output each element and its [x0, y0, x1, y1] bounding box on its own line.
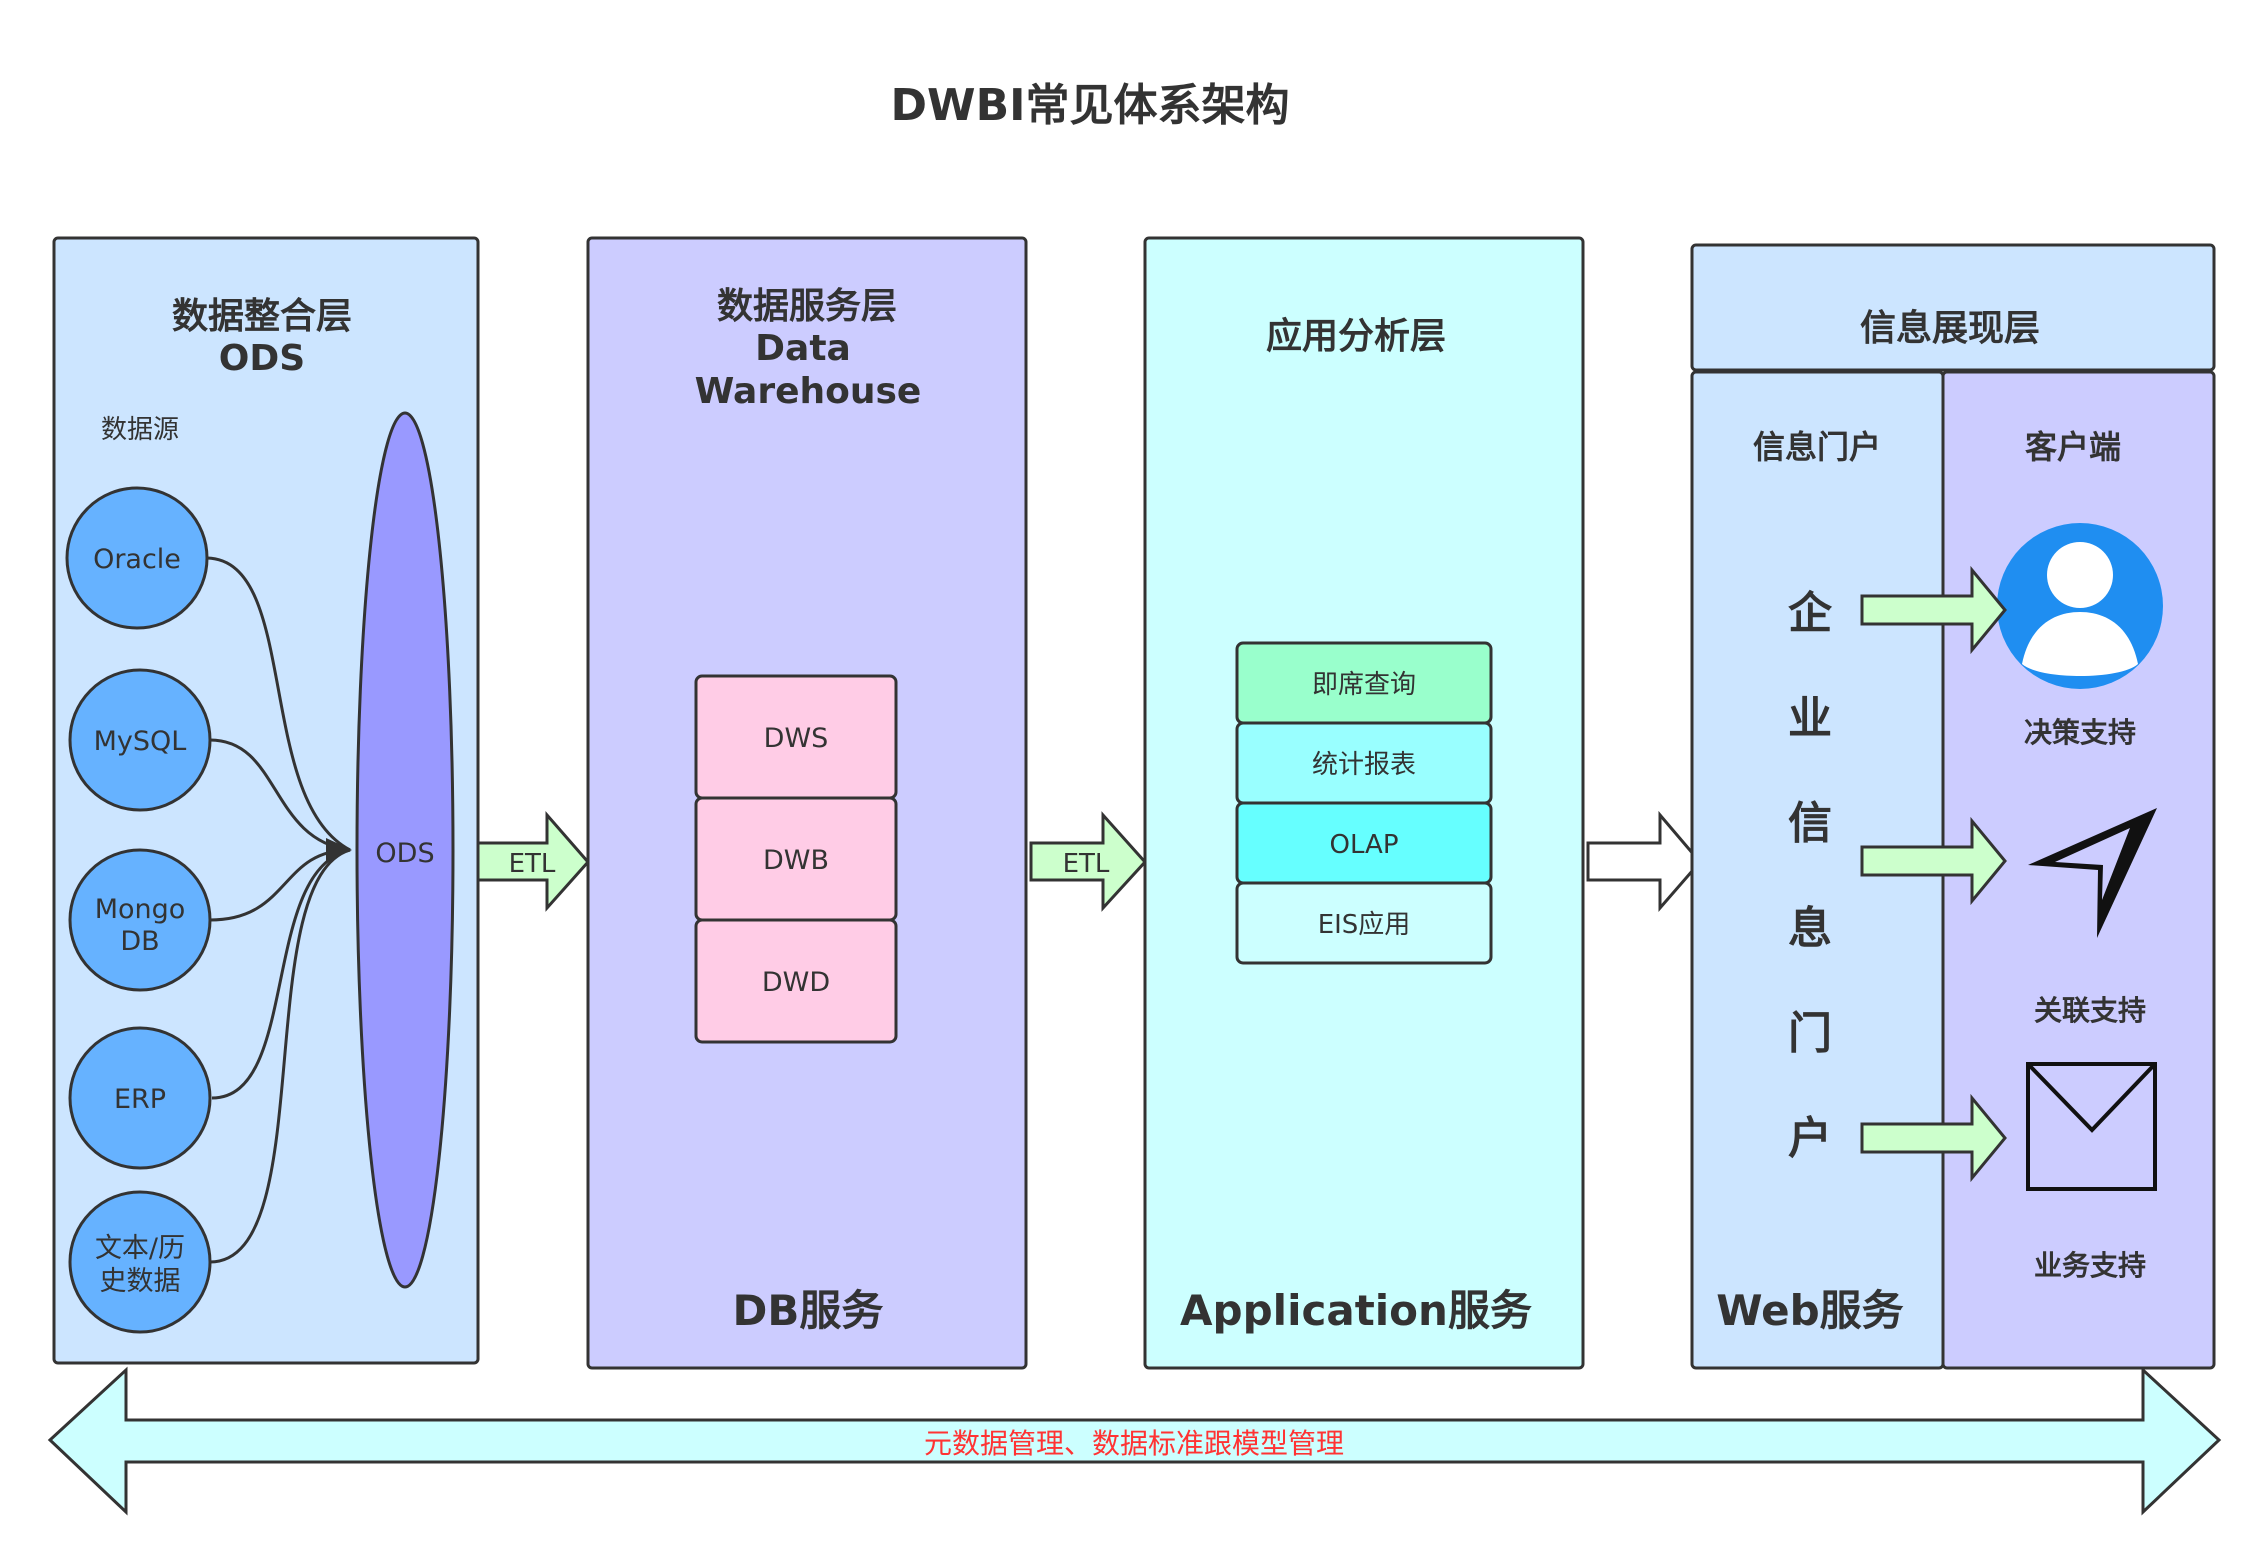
- metadata-management-arrow: 元数据管理、数据标准跟模型管理: [47, 1366, 2222, 1516]
- app-item-eis: EIS应用: [1235, 881, 1493, 965]
- source-label: DB: [120, 926, 159, 957]
- app-item-label: OLAP: [1329, 830, 1398, 860]
- connector-arrowhead: [326, 838, 352, 862]
- portal-arrow: [1860, 565, 2007, 655]
- portal-title: 信息门户: [1753, 428, 1881, 466]
- client-item-label: 业务支持: [2034, 1249, 2146, 1282]
- dw-layer-title: 数据服务层: [717, 286, 897, 327]
- client-title: 客户端: [2025, 428, 2121, 466]
- dw-item-dwd: DWD: [694, 918, 898, 1044]
- app-item-label: 即席查询: [1312, 670, 1416, 700]
- dw-item-label: DWS: [764, 723, 829, 754]
- ods-layer-subtitle: ODS: [219, 338, 305, 379]
- portal-arrow: [1860, 1093, 2007, 1183]
- source-label: 文本/历: [95, 1233, 185, 1264]
- etl-arrow-1: ETL: [476, 810, 590, 912]
- info-layer-panel: 信息展现层 信息门户 企 业 信 息 门 户 Web服务 客户端 决策支持 关联…: [1690, 243, 2216, 1370]
- source-mongodb: Mongo DB: [68, 848, 212, 992]
- dw-layer-footer: DB服务: [733, 1286, 884, 1335]
- etl-label: ETL: [509, 849, 556, 879]
- source-label: ERP: [114, 1084, 166, 1115]
- user-avatar-icon: [1997, 523, 2163, 689]
- app-layer-panel: 应用分析层 即席查询 统计报表 OLAP EIS应用 Application服务: [1143, 236, 1585, 1370]
- app-layer-title: 应用分析层: [1266, 316, 1446, 357]
- client-item-label: 决策支持: [2024, 716, 2136, 749]
- app-item-report: 统计报表: [1235, 721, 1493, 805]
- app-layer-footer: Application服务: [1180, 1286, 1532, 1335]
- source-mysql: MySQL: [68, 668, 212, 812]
- ods-layer-panel: 数据整合层 ODS 数据源 Oracle MySQL Mongo DB E: [52, 236, 480, 1365]
- dw-item-dws: DWS: [694, 674, 898, 800]
- portal-char: 门: [1788, 1008, 1832, 1059]
- metadata-management-label: 元数据管理、数据标准跟模型管理: [924, 1427, 1344, 1460]
- info-layer-footer: Web服务: [1716, 1286, 1903, 1335]
- app-item-label: 统计报表: [1312, 750, 1416, 780]
- ods-node: ODS: [355, 411, 455, 1289]
- portal-char: 企: [1788, 588, 1833, 639]
- source-label: MySQL: [94, 726, 187, 757]
- dw-item-label: DWB: [763, 845, 829, 876]
- app-item-adhoc-query: 即席查询: [1235, 641, 1493, 725]
- portal-char: 息: [1788, 903, 1832, 954]
- etl-arrow-2: ETL: [1029, 811, 1148, 912]
- etl-label: ETL: [1063, 849, 1110, 879]
- dw-layer-panel: 数据服务层 Data Warehouse DWS DWB DWD DB服务: [586, 236, 1028, 1370]
- source-connectors: [206, 556, 351, 1264]
- ods-node-label: ODS: [375, 838, 434, 869]
- portal-char: 业: [1788, 693, 1832, 744]
- dw-item-dwb: DWB: [694, 796, 898, 922]
- dw-layer-subtitle: Data: [755, 328, 851, 369]
- ods-layer-title: 数据整合层: [172, 296, 352, 337]
- source-label: Mongo: [95, 894, 186, 925]
- info-layer-title: 信息展现层: [1860, 308, 2040, 349]
- dw-layer-subtitle-2: Warehouse: [695, 371, 922, 412]
- app-item-olap: OLAP: [1235, 801, 1493, 885]
- diagram-title: DWBI常见体系架构: [891, 80, 1290, 131]
- source-oracle: Oracle: [65, 486, 209, 630]
- mail-envelope-icon: [2026, 1062, 2157, 1191]
- client-item-label: 关联支持: [2034, 994, 2146, 1027]
- source-label: 史数据: [100, 1266, 181, 1297]
- dw-item-label: DWD: [762, 967, 830, 998]
- source-label: Oracle: [93, 544, 181, 575]
- portal-char: 户: [1788, 1113, 1832, 1164]
- portal-arrow: [1860, 816, 2007, 906]
- send-arrow-icon: [2028, 808, 2157, 938]
- data-sources-label: 数据源: [101, 415, 179, 445]
- app-item-label: EIS应用: [1318, 910, 1411, 940]
- flow-arrow-to-presentation: [1586, 810, 1702, 913]
- portal-char: 信: [1788, 798, 1832, 849]
- source-erp: ERP: [68, 1026, 212, 1170]
- source-text-history: 文本/历 史数据: [68, 1190, 212, 1334]
